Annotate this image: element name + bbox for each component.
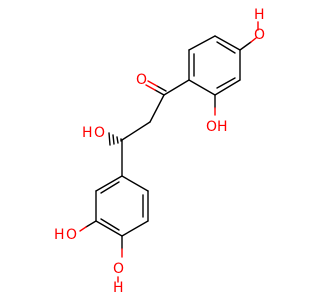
bond <box>121 121 151 141</box>
bond <box>214 79 241 96</box>
stereo-hash-bond <box>108 132 122 146</box>
bond <box>112 134 115 145</box>
bond <box>121 175 149 192</box>
bond <box>216 77 236 89</box>
bond <box>95 220 123 237</box>
ring-b-para-hydroxyl-o: O <box>113 261 124 277</box>
bond <box>188 79 216 96</box>
bond <box>100 181 120 194</box>
bond <box>100 218 120 231</box>
ring-b-meta-hydroxyl-o: O <box>66 227 77 243</box>
bond <box>163 79 190 96</box>
ring-a-para-hydroxyl-h: H <box>254 7 265 23</box>
ring-b <box>95 175 149 237</box>
ring-a-ortho-hydroxyl-o: O <box>206 119 217 135</box>
ring-b-para-hydroxyl-h: H <box>113 280 124 296</box>
ring-a-para-hydroxyl-o: O <box>254 27 265 43</box>
ring-a-ortho-hydroxyl-h: H <box>217 119 228 135</box>
bond <box>108 132 111 146</box>
chiral-hydroxyl-o: O <box>94 125 105 141</box>
bond <box>216 41 236 54</box>
bond <box>214 35 241 51</box>
bond <box>116 136 119 144</box>
bond <box>250 37 257 43</box>
ketone-oxygen: O <box>136 72 147 88</box>
bond <box>154 89 165 96</box>
bond <box>121 220 149 237</box>
chiral-hydroxyl-h: H <box>82 125 93 141</box>
bond <box>149 94 165 123</box>
bond <box>79 226 87 232</box>
ring-b-meta-hydroxyl-h: H <box>54 227 65 243</box>
bond <box>145 84 156 91</box>
bond <box>156 85 167 92</box>
bond <box>188 35 216 51</box>
bond <box>85 220 97 228</box>
bond <box>239 41 252 51</box>
bond <box>95 175 123 192</box>
ring-a <box>188 35 241 96</box>
bond <box>147 80 158 87</box>
molecule-structure: O H O H O H O H O <box>54 7 265 296</box>
